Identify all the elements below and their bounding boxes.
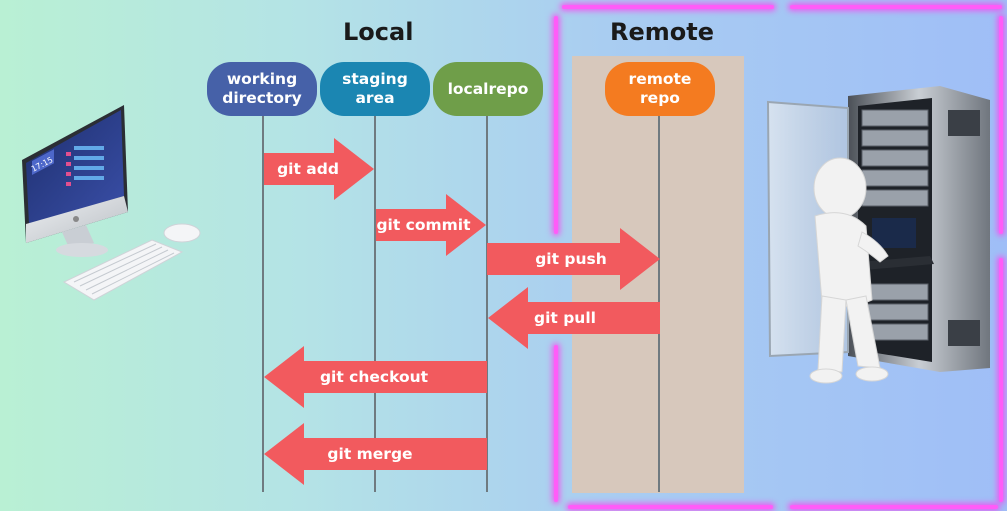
working-directory-box: working directory (207, 62, 317, 116)
git-commit-label: git commit (376, 216, 471, 234)
git-add-label: git add (277, 160, 339, 178)
git-merge-arrow (264, 423, 487, 485)
working-directory-label: working directory (222, 70, 302, 107)
git-commit-arrow (376, 194, 486, 256)
neon-frame-bottom-left (568, 505, 773, 509)
neon-frame-right-lower (999, 258, 1003, 502)
neon-frame-top-left (562, 5, 774, 9)
git-push-label: git push (535, 250, 607, 268)
lifeline-working-directory (262, 112, 264, 492)
git-checkout-label: git checkout (319, 368, 429, 386)
neon-frame-top-right (790, 5, 1002, 9)
neon-frame-right-upper (999, 16, 1003, 234)
local-repo-label: localrepo (447, 79, 529, 98)
local-heading: Local (343, 18, 414, 46)
lifeline-staging-area (374, 112, 376, 492)
git-pull-arrow (488, 287, 660, 349)
remote-heading: Remote (610, 18, 715, 46)
git-pull-label: git pull (534, 309, 596, 327)
staging-area-box: staging area (320, 62, 430, 116)
neon-frame-bottom-right (790, 505, 998, 509)
remote-repo-label: remote repo (628, 70, 692, 107)
remote-repo-box: remote repo (605, 62, 715, 116)
git-checkout-arrow (264, 346, 487, 408)
git-push-arrow (487, 228, 660, 290)
git-merge-label: git merge (327, 445, 413, 463)
local-repo-box: localrepo (433, 62, 543, 116)
neon-frame-left-upper (554, 16, 558, 234)
lifeline-local-repo (486, 112, 488, 492)
neon-frame-left-lower (554, 345, 558, 502)
git-add-arrow (264, 138, 374, 200)
staging-area-label: staging area (342, 70, 408, 107)
